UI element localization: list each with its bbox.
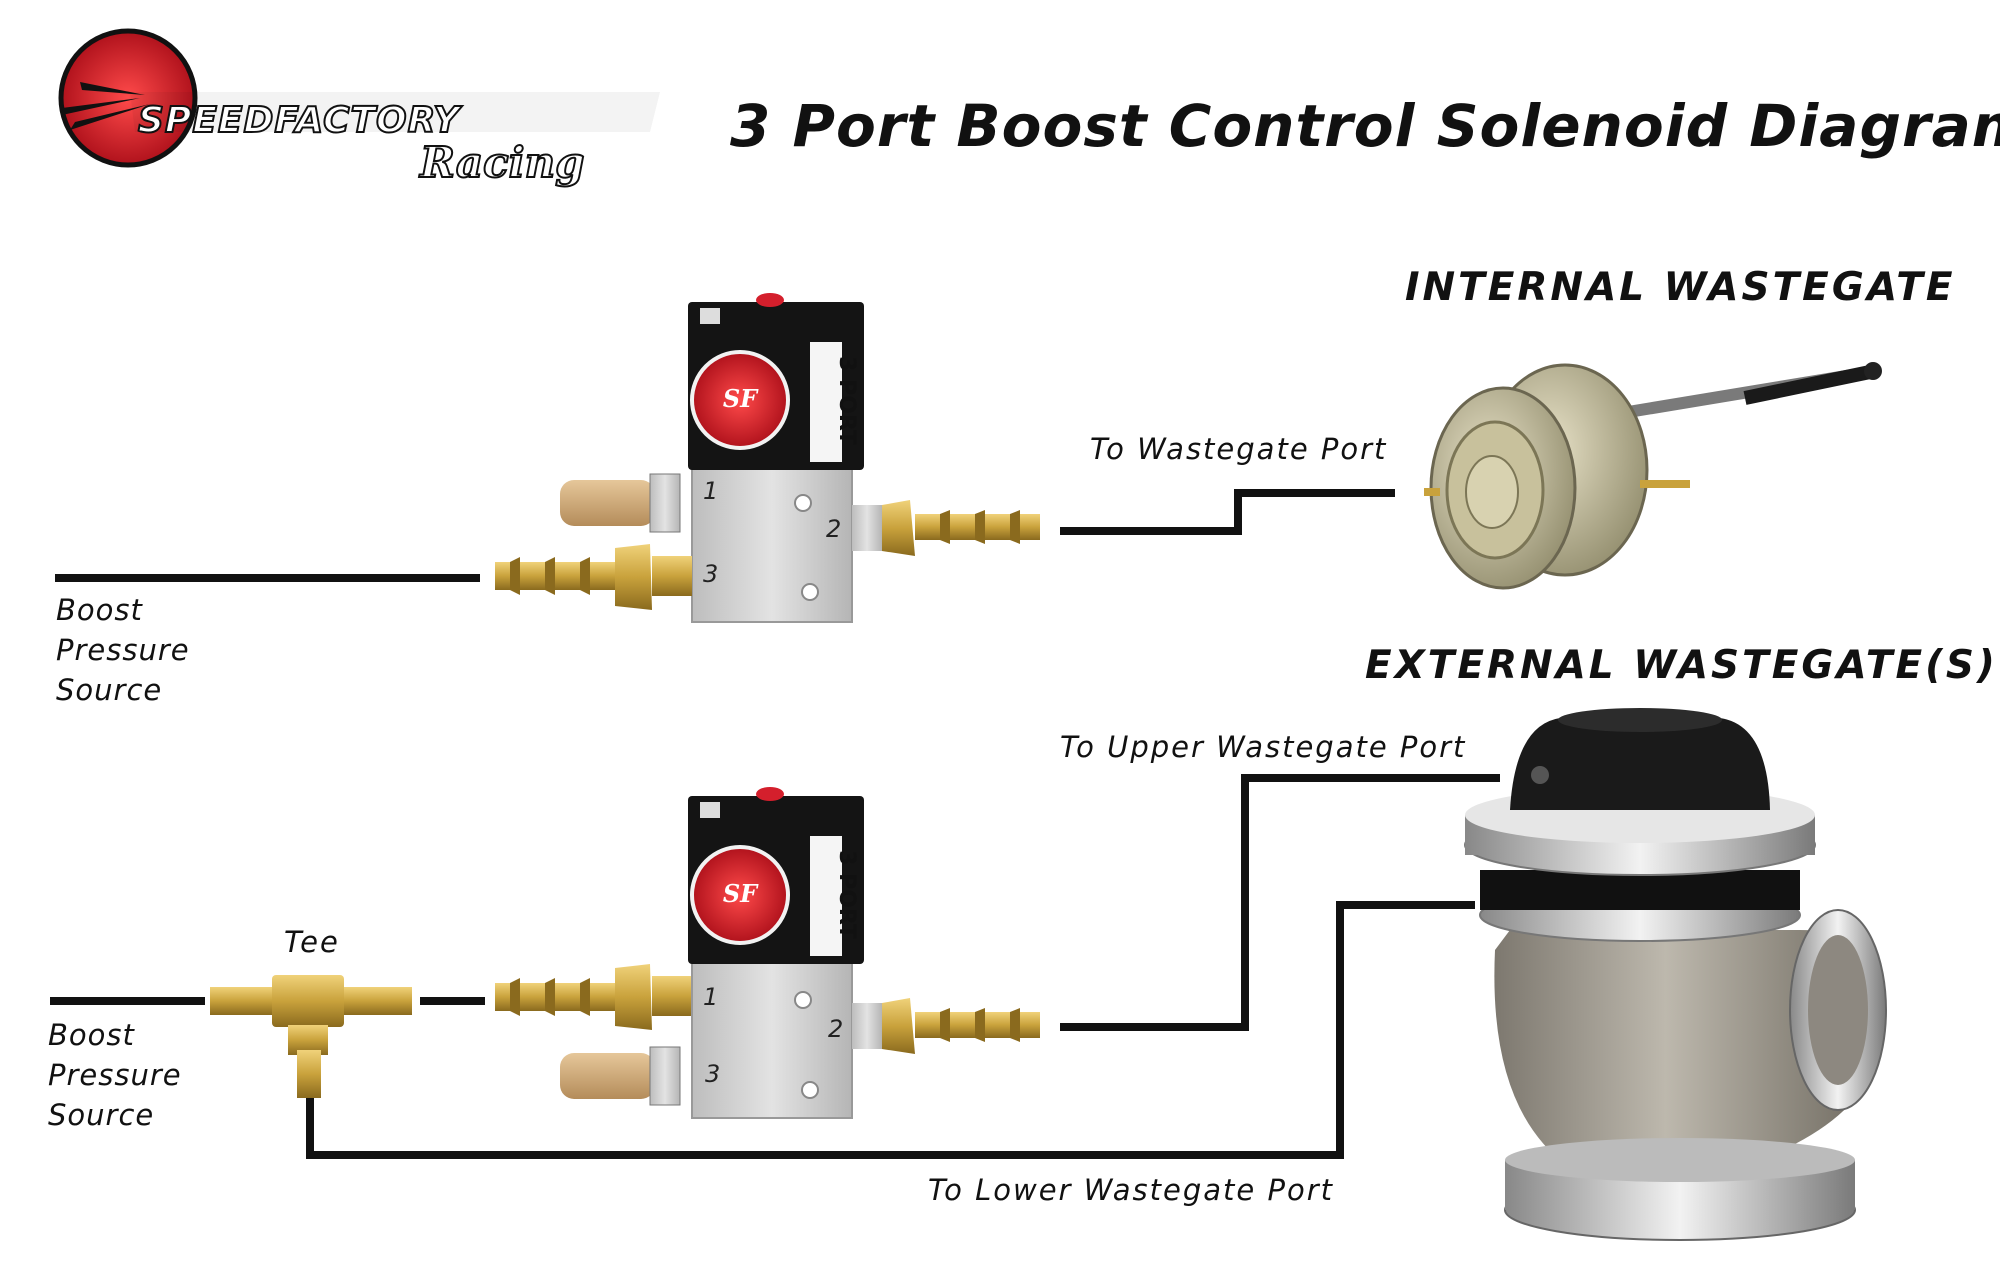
lower-wastegate-line	[306, 901, 1475, 1159]
internal-wastegate-heading: INTERNAL WASTEGATE	[1405, 265, 1956, 310]
solenoid-bottom	[495, 787, 1040, 1119]
tee-fitting	[210, 975, 412, 1098]
boost-source-label-top: Boost Pressure Source	[56, 590, 190, 710]
solenoid-side-label-top: 3 PORT	[833, 356, 859, 445]
external-hose-lines	[50, 774, 1500, 1159]
logo-brand-line2: Racing	[419, 137, 586, 188]
boost-source-word-3: Source	[56, 673, 163, 707]
port-3-bottom: 3	[705, 1060, 721, 1088]
to-lower-wastegate-port-label: To Lower Wastegate Port	[928, 1173, 1335, 1207]
port-2-bottom: 2	[828, 1015, 844, 1043]
solenoid-badge-top	[690, 350, 790, 450]
port-3-top: 3	[703, 560, 719, 588]
wastegate-port-line-top	[1060, 489, 1395, 535]
speedfactory-logo	[58, 28, 660, 168]
wastegate-cap	[1510, 718, 1770, 810]
boost-source-word-2: Pressure	[48, 1058, 182, 1092]
port-1-top: 1	[703, 477, 719, 505]
page-title: 3 Port Boost Control Solenoid Diagrams	[730, 92, 2000, 160]
logo-burst-mark	[62, 82, 150, 130]
port-2-top: 2	[826, 515, 842, 543]
internal-wastegate	[1424, 362, 1882, 590]
boost-source-word-3: Source	[48, 1098, 155, 1132]
external-wastegate-heading: EXTERNAL WASTEGATE(S)	[1365, 643, 1998, 688]
internal-hose-lines	[55, 489, 1395, 582]
solenoid-badge-mono-bottom: SF	[722, 879, 758, 908]
port-1-bottom: 1	[703, 983, 719, 1011]
muffler-top	[560, 480, 655, 526]
logo-brand-line1: SPEEDFACTORY	[137, 99, 461, 142]
solenoid-badge-mono-top: SF	[722, 384, 758, 413]
solenoid-top	[495, 293, 1040, 623]
wastegate-body	[1494, 930, 1875, 1160]
logo-red-circle	[58, 28, 198, 168]
boost-source-word-1: Boost	[56, 593, 143, 627]
solenoid-badge-bottom	[690, 845, 790, 945]
boost-source-label-bottom: Boost Pressure Source	[48, 1015, 182, 1135]
solenoid-body-bottom	[691, 949, 853, 1119]
upper-wastegate-line	[1060, 774, 1500, 1031]
to-upper-wastegate-port-label: To Upper Wastegate Port	[1060, 730, 1467, 764]
tee-label: Tee	[284, 925, 340, 959]
to-wastegate-port-label: To Wastegate Port	[1090, 432, 1388, 466]
external-wastegate	[1464, 708, 1887, 1241]
solenoid-side-label-bottom: 3 PORT	[833, 850, 859, 939]
boost-source-word-1: Boost	[48, 1018, 135, 1052]
boost-source-word-2: Pressure	[56, 633, 190, 667]
